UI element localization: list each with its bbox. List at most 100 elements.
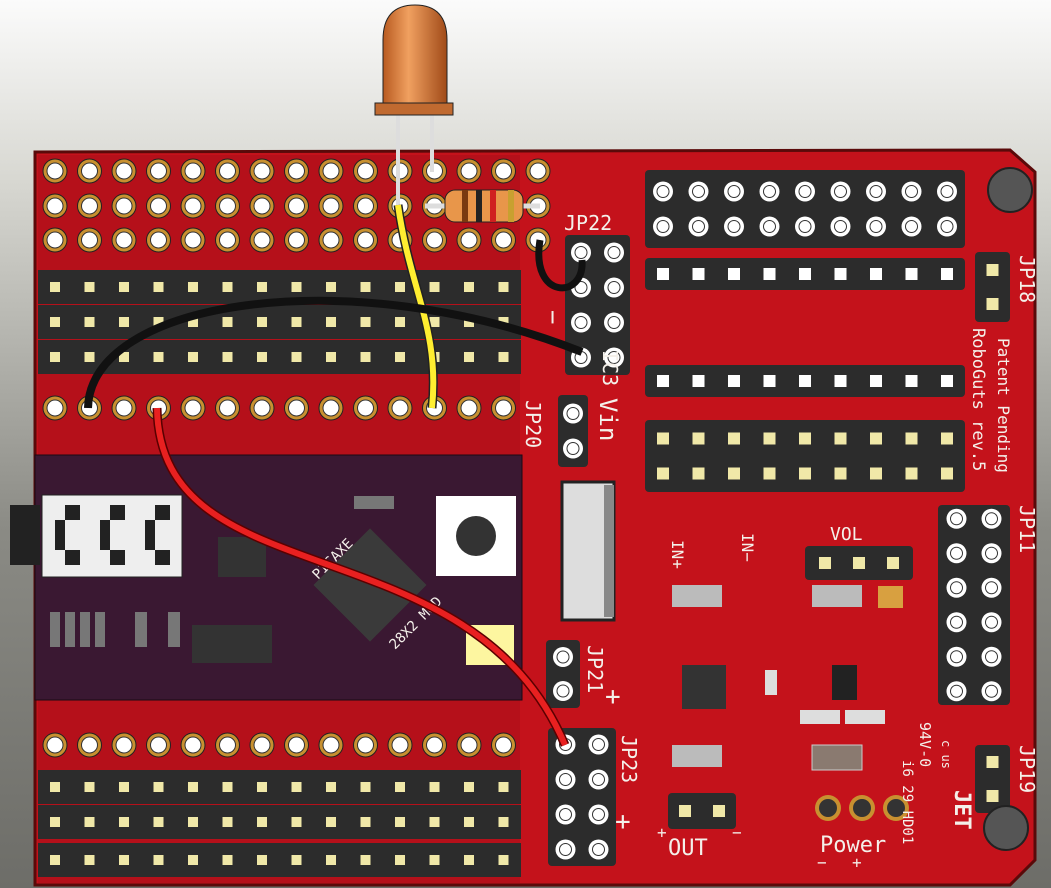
proto-hole bbox=[284, 732, 309, 758]
header-pin bbox=[50, 317, 60, 327]
proto-hole bbox=[284, 395, 309, 421]
label-maker: JET bbox=[949, 790, 974, 830]
proto-hole bbox=[111, 227, 137, 253]
proto-hole bbox=[77, 227, 102, 253]
header-pin bbox=[498, 817, 509, 827]
proto-hole bbox=[111, 193, 137, 219]
header-pin bbox=[498, 855, 509, 865]
header-pin bbox=[188, 855, 198, 865]
header-pin bbox=[291, 282, 302, 292]
proto-hole bbox=[146, 158, 171, 184]
proto-hole bbox=[491, 732, 516, 758]
proto-hole bbox=[249, 732, 275, 758]
header-pin bbox=[222, 352, 233, 362]
header-pin bbox=[153, 782, 164, 792]
label-minus: − bbox=[539, 310, 567, 324]
proto-hole bbox=[422, 732, 447, 758]
ic3-socket-top bbox=[645, 258, 965, 290]
proto-hole bbox=[353, 227, 378, 253]
header-pin bbox=[188, 782, 198, 792]
smd-resistor bbox=[800, 710, 840, 724]
proto-hole bbox=[353, 395, 378, 421]
proto-hole bbox=[456, 227, 482, 253]
header-pin bbox=[84, 855, 95, 865]
header-pin bbox=[222, 782, 233, 792]
proto-hole bbox=[318, 193, 344, 219]
proto-hole bbox=[42, 158, 68, 184]
header-pin bbox=[119, 782, 129, 792]
header-pin bbox=[153, 817, 164, 827]
proto-header-row bbox=[38, 805, 521, 839]
regulator-tab bbox=[604, 485, 614, 617]
label-out-plus: + bbox=[657, 823, 667, 842]
header-pin bbox=[84, 282, 95, 292]
header-pin bbox=[119, 282, 129, 292]
header-pin bbox=[498, 352, 509, 362]
proto-hole bbox=[387, 395, 413, 421]
smd-resistors bbox=[50, 612, 180, 647]
led bbox=[374, 4, 454, 205]
header-pin bbox=[291, 817, 302, 827]
proto-hole bbox=[111, 158, 137, 184]
header-pin bbox=[395, 282, 405, 292]
header-pin bbox=[360, 855, 371, 865]
header-pin bbox=[50, 817, 60, 827]
jp20-header bbox=[558, 395, 588, 467]
header-pin bbox=[153, 282, 164, 292]
header-pin bbox=[222, 282, 233, 292]
proto-header-row bbox=[38, 843, 521, 877]
power-led bbox=[765, 670, 777, 695]
proto-hole bbox=[180, 227, 206, 253]
proto-hole bbox=[491, 227, 516, 253]
header-pin bbox=[429, 782, 440, 792]
header-pin bbox=[429, 855, 440, 865]
label-rating: 94V-0 bbox=[916, 722, 934, 767]
jp11-header bbox=[938, 505, 1010, 705]
header-pin bbox=[326, 782, 336, 792]
power-pads bbox=[815, 795, 909, 821]
header-pin bbox=[257, 855, 267, 865]
label-plus: + bbox=[605, 682, 621, 712]
proto-hole bbox=[249, 227, 275, 253]
header-pin bbox=[119, 317, 129, 327]
audio-jack bbox=[10, 505, 40, 565]
header-pin bbox=[464, 282, 474, 292]
proto-hole bbox=[491, 158, 516, 184]
header-pin bbox=[464, 782, 474, 792]
mounting-hole bbox=[983, 805, 1029, 851]
header-pin bbox=[257, 317, 267, 327]
proto-hole bbox=[180, 732, 206, 758]
reset-button-cap bbox=[456, 516, 496, 556]
label-power: Power bbox=[820, 833, 886, 858]
label-jp20: JP20 bbox=[521, 400, 545, 448]
proto-hole bbox=[249, 193, 275, 219]
terminal-blocks bbox=[41, 494, 183, 578]
proto-hole bbox=[456, 395, 482, 421]
header-pin bbox=[291, 317, 302, 327]
proto-hole bbox=[353, 732, 378, 758]
proto-hole bbox=[318, 395, 344, 421]
proto-hole bbox=[180, 395, 206, 421]
proto-hole bbox=[77, 158, 102, 184]
header-pin bbox=[84, 352, 95, 362]
proto-hole bbox=[146, 193, 171, 219]
smd-cap bbox=[672, 585, 722, 607]
jp19-header bbox=[975, 745, 1010, 813]
label-cert: c us bbox=[939, 740, 953, 769]
header-pin bbox=[50, 282, 60, 292]
header-pin bbox=[360, 352, 371, 362]
ic3-socket-bottom bbox=[645, 365, 965, 397]
label-ic3: IC3 bbox=[598, 350, 622, 386]
header-pin bbox=[50, 352, 60, 362]
proto-hole bbox=[284, 158, 309, 184]
label-jp19: JP19 bbox=[1015, 745, 1039, 793]
smd-part bbox=[354, 496, 394, 509]
label-date-code: i6 29 HD01 bbox=[899, 760, 915, 844]
proto-hole bbox=[284, 193, 309, 219]
arduino-header-bottom bbox=[645, 420, 965, 492]
header-pin bbox=[222, 317, 233, 327]
label-power-plus: + bbox=[852, 853, 862, 872]
header-pin bbox=[222, 817, 233, 827]
label-out-minus: − bbox=[732, 823, 742, 842]
